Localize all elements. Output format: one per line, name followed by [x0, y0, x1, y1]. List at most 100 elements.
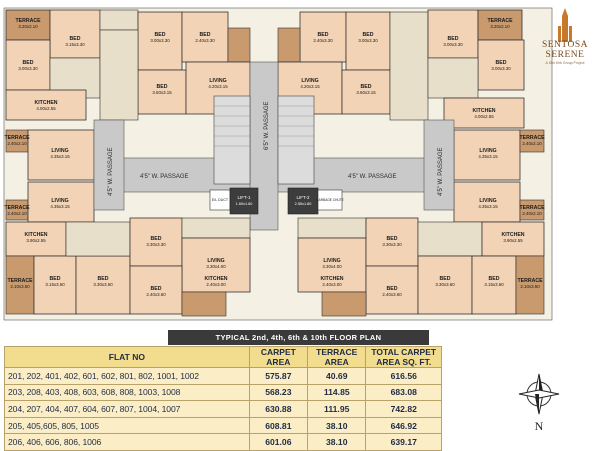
terrace-area-cell: 38.10 — [306, 433, 367, 451]
room-name: BED — [70, 36, 81, 42]
room-name: KITCHEN — [472, 108, 495, 114]
kitchen-room — [5, 89, 87, 121]
room-dims: 3.15x3.30 — [65, 42, 85, 47]
room-dims: 3.30x4.00 — [322, 264, 342, 269]
toilet-room — [181, 217, 251, 239]
room-name: TERRACE — [519, 135, 545, 141]
room-name: BED — [448, 36, 459, 42]
garbage-chute — [317, 189, 343, 211]
area-table-body: 201, 202, 401, 402, 601, 602, 801, 802, … — [4, 367, 442, 451]
bed-room — [417, 255, 473, 315]
room-name: BED — [496, 60, 507, 66]
bed-room — [49, 9, 101, 59]
flat-no-cell: 205, 405,605, 805, 1005 — [4, 416, 250, 435]
terrace-room — [5, 9, 51, 41]
room-name: LIVING — [323, 258, 340, 264]
passage-label: 4'5" W. PASSAGE — [438, 147, 444, 196]
room-dims: 3.15x3.60 — [45, 282, 65, 287]
bed-room — [129, 265, 183, 315]
room-name: LIVING — [51, 148, 68, 154]
room-dims: 3.20x2.10 — [490, 24, 510, 29]
staircase — [277, 95, 315, 185]
room-dims: 2.40x3.30 — [195, 38, 215, 43]
room-dims: 3.15x3.60 — [484, 282, 504, 287]
duct-label: E/L DUCT — [212, 198, 229, 202]
toilet-room — [297, 217, 367, 239]
room-name: BED — [151, 236, 162, 242]
north-label: N — [534, 419, 544, 433]
terrace-room — [519, 199, 545, 221]
north-compass-icon — [518, 373, 560, 415]
lift-label: LIFT-2 — [296, 195, 310, 200]
living-room — [27, 181, 95, 223]
room-name: BED — [200, 32, 211, 38]
total-area-cell: 646.92 — [365, 416, 442, 435]
bed-room — [345, 11, 391, 71]
terrace-room — [321, 291, 367, 317]
total-area-cell: 683.08 — [365, 383, 442, 402]
bed-room — [5, 39, 51, 91]
room-dims: 3.90x2.55 — [26, 238, 46, 243]
lift-label: LIFT-1 — [237, 195, 251, 200]
toilet-room — [99, 9, 139, 31]
lift-2 — [287, 187, 319, 215]
room-dims: 2.40x3.60 — [146, 292, 166, 297]
passage-label: 4'5" W. PASSAGE — [348, 174, 397, 180]
living-room — [181, 237, 251, 293]
room-dims: 3.00x3.30 — [491, 66, 511, 71]
total-area-cell: 616.56 — [365, 367, 442, 385]
room-dims: 3.00x3.30 — [443, 42, 463, 47]
room-name: BED — [157, 84, 168, 90]
room-name: LIVING — [209, 78, 226, 84]
room-name: TERRACE — [519, 205, 545, 211]
room-dims: 4.35x3.15 — [478, 154, 498, 159]
room-name: TERRACE — [4, 205, 30, 211]
bed-room — [477, 39, 525, 91]
room-dims: 2.10x3.50 — [520, 284, 540, 289]
room-name: LIVING — [479, 148, 496, 154]
room-name: LIVING — [479, 198, 496, 204]
room-dims: 2.40x2.10 — [522, 141, 542, 146]
room-dims: 2.40x2.10 — [522, 211, 542, 216]
room-dims: 4.35x3.15 — [50, 204, 70, 209]
room-dims: 4.20x3.15 — [300, 84, 320, 89]
bed-room — [341, 69, 391, 115]
room-dims: 3.30x3.30 — [146, 242, 166, 247]
flat-no-cell: 203, 208, 403, 408, 603, 608, 808, 1003,… — [4, 383, 250, 402]
carpet-area-cell: 630.88 — [248, 400, 308, 418]
room-name: KITCHEN — [34, 100, 57, 106]
terrace-area-cell: 114.85 — [306, 383, 367, 402]
sentosa-logo-icon — [558, 8, 572, 42]
room-name: BED — [318, 32, 329, 38]
table-row: 204, 207, 404, 407, 604, 607, 807, 1004,… — [4, 400, 442, 418]
room-dims: 3.00x3.30 — [358, 38, 378, 43]
room-dims: 4.00x2.55 — [36, 106, 56, 111]
room-name: TERRACE — [517, 278, 543, 284]
staircase — [213, 95, 251, 185]
room-dims: 3.30x3.60 — [435, 282, 455, 287]
kitchen-room — [443, 97, 525, 129]
header-terrace-area: TERRACE AREA — [306, 346, 367, 368]
room-labels: TERRACE 3.20x2.10 BED 3.15x3.30 BED 3.00… — [4, 18, 545, 297]
flat-no-cell: 204, 207, 404, 407, 604, 607, 807, 1004,… — [4, 400, 250, 418]
logo-tagline: A Shri Kirti Group Project — [545, 61, 585, 65]
wing-bottom-left — [5, 217, 251, 317]
room-name: BED — [387, 236, 398, 242]
total-area-cell: 639.17 — [365, 433, 442, 451]
room-dims: 2.40x2.10 — [7, 211, 27, 216]
terrace-area-cell: 40.69 — [306, 367, 367, 385]
floor-plan: 4'5" W. PASSAGE 4'5" W. PASSAGE 6'5" W. … — [3, 7, 553, 321]
toilet-room — [389, 11, 429, 121]
room-name: KITCHEN — [320, 276, 343, 282]
toilet-room — [427, 57, 479, 99]
carpet-area-cell: 575.87 — [248, 367, 308, 385]
header-total-area: TOTAL CARPET AREA SQ. FT. — [365, 346, 442, 368]
passages — [93, 61, 455, 231]
room-dims: 4.35x3.15 — [478, 204, 498, 209]
room-name: KITCHEN — [204, 276, 227, 282]
header-carpet-area: CARPET AREA — [248, 346, 308, 368]
lift-core — [209, 187, 343, 215]
living-room — [453, 129, 521, 181]
toilet-room — [65, 221, 131, 257]
room-dims: 2.10x3.50 — [10, 284, 30, 289]
